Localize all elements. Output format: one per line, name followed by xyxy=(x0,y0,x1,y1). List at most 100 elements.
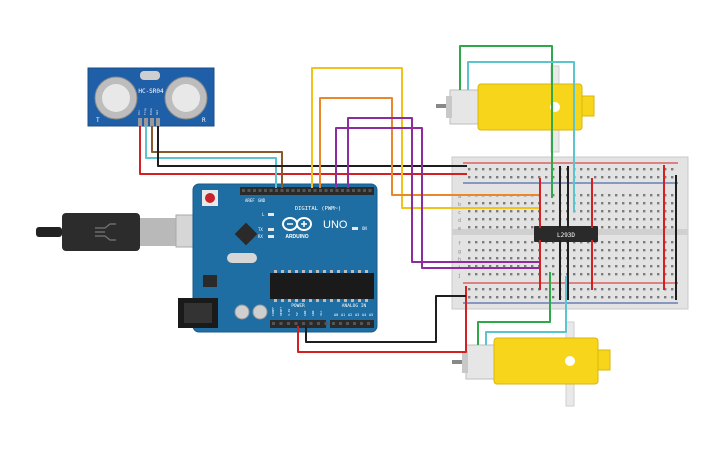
breadboard-hole xyxy=(552,265,555,268)
breadboard-hole xyxy=(524,168,527,171)
breadboard-hole xyxy=(650,218,653,221)
breadboard-hole xyxy=(601,176,604,179)
hc-sr04-sensor[interactable]: HC-SR04 T R Vcc Trig Echo Gnd xyxy=(87,67,215,127)
breadboard-hole xyxy=(468,296,471,299)
motor-bottom-gearbox xyxy=(493,337,599,385)
arduino-uno-board[interactable]: AREF GND DIGITAL (PWM~) L TX RX ARDUINO … xyxy=(178,183,378,333)
tx-led-label: TX xyxy=(258,227,263,232)
wire-5v-rail[interactable] xyxy=(297,286,467,353)
wire-motor-top-green[interactable] xyxy=(459,45,553,198)
breadboard-hole xyxy=(636,241,639,244)
breadboard-hole xyxy=(496,273,499,276)
wire-motor-bottom-green[interactable] xyxy=(477,272,551,345)
breadboard-hole xyxy=(524,296,527,299)
breadboard-hole xyxy=(545,218,548,221)
pin-a5: A5 xyxy=(369,313,373,317)
breadboard-hole xyxy=(552,257,555,260)
row-letter-a: a xyxy=(458,194,461,200)
wire-sensor-trig[interactable] xyxy=(145,126,277,188)
breadboard-hole xyxy=(552,288,555,291)
breadboard-hole xyxy=(671,202,674,205)
wire-purple-2[interactable] xyxy=(347,117,540,263)
breadboard-hole xyxy=(587,249,590,252)
breadboard-hole xyxy=(671,218,674,221)
breadboard-hole xyxy=(587,168,590,171)
reset-button[interactable] xyxy=(205,193,215,203)
header-pin xyxy=(258,189,262,192)
header-pin xyxy=(280,189,284,192)
wire-motor-bottom-cyan[interactable] xyxy=(485,276,567,345)
sensor-pin-gnd xyxy=(156,118,160,126)
breadboard-hole xyxy=(503,296,506,299)
chip-pin xyxy=(288,299,291,302)
arduino-brand-label: ARDUINO xyxy=(285,234,308,240)
sensor-pin-trig-label: Trig xyxy=(143,108,147,115)
breadboard-hole xyxy=(629,241,632,244)
breadboard-hole xyxy=(629,249,632,252)
breadboard-hole xyxy=(601,273,604,276)
header-pin xyxy=(302,189,306,192)
wire-purple-1[interactable] xyxy=(335,127,540,269)
header-pin xyxy=(279,322,283,325)
breadboard-hole xyxy=(482,218,485,221)
chip-pin xyxy=(281,270,284,273)
chip-pin xyxy=(344,299,347,302)
wire-sensor-vcc[interactable] xyxy=(139,126,467,175)
breadboard-hole xyxy=(615,218,618,221)
breadboard-hole xyxy=(524,257,527,260)
wire-sensor-echo[interactable] xyxy=(151,126,283,188)
sensor-r-mark: R xyxy=(202,117,206,124)
breadboard-hole xyxy=(650,273,653,276)
breadboard-hole xyxy=(650,257,653,260)
pin-5v: 5V xyxy=(295,312,299,316)
breadboard-hole xyxy=(496,176,499,179)
wire-yellow[interactable] xyxy=(311,67,540,209)
header-pin xyxy=(339,322,342,325)
breadboard-hole xyxy=(587,273,590,276)
breadboard-hole xyxy=(615,273,618,276)
dc-motor-bottom[interactable] xyxy=(452,321,611,407)
wire-orange[interactable] xyxy=(319,97,540,196)
breadboard-hole xyxy=(468,210,471,213)
breadboard-hole xyxy=(657,168,660,171)
l293d-chip[interactable]: L293D xyxy=(534,226,598,242)
breadboard-hole xyxy=(587,265,590,268)
wire-motor-top-cyan[interactable] xyxy=(467,61,575,212)
breadboard-hole xyxy=(629,210,632,213)
row-letter-h: h xyxy=(458,257,461,263)
breadboard-hole xyxy=(503,210,506,213)
breadboard-hole xyxy=(671,265,674,268)
breadboard-hole xyxy=(573,257,576,260)
dc-motor-top[interactable] xyxy=(436,65,595,153)
breadboard-hole xyxy=(510,273,513,276)
breadboard-hole xyxy=(594,210,597,213)
breadboard-hole xyxy=(503,265,506,268)
breadboard-hole xyxy=(601,202,604,205)
breadboard-hole xyxy=(650,265,653,268)
motor-top-gearbox-tab xyxy=(581,95,595,117)
breadboard-hole xyxy=(601,194,604,197)
chip-label: L293D xyxy=(557,232,575,239)
breadboard-hole xyxy=(615,194,618,197)
row-letter-b: b xyxy=(458,202,461,208)
breadboard-hole xyxy=(580,241,583,244)
breadboard-hole xyxy=(671,176,674,179)
header-pin xyxy=(353,322,356,325)
chip-pin xyxy=(302,270,305,273)
breadboard-hole xyxy=(643,194,646,197)
breadboard-hole xyxy=(629,288,632,291)
breadboard-hole xyxy=(587,257,590,260)
breadboard-hole xyxy=(587,218,590,221)
breadboard-hole xyxy=(636,194,639,197)
breadboard-hole xyxy=(671,210,674,213)
header-pin xyxy=(253,189,256,192)
wire-gnd-rail[interactable] xyxy=(305,295,466,343)
breadboard-hole xyxy=(531,210,534,213)
breadboard-hole xyxy=(475,176,478,179)
breadboard-hole xyxy=(643,176,646,179)
breadboard-hole xyxy=(524,288,527,291)
breadboard-hole xyxy=(671,241,674,244)
breadboard-hole xyxy=(468,202,471,205)
wire-sensor-gnd[interactable] xyxy=(157,126,467,167)
breadboard-hole xyxy=(489,257,492,260)
